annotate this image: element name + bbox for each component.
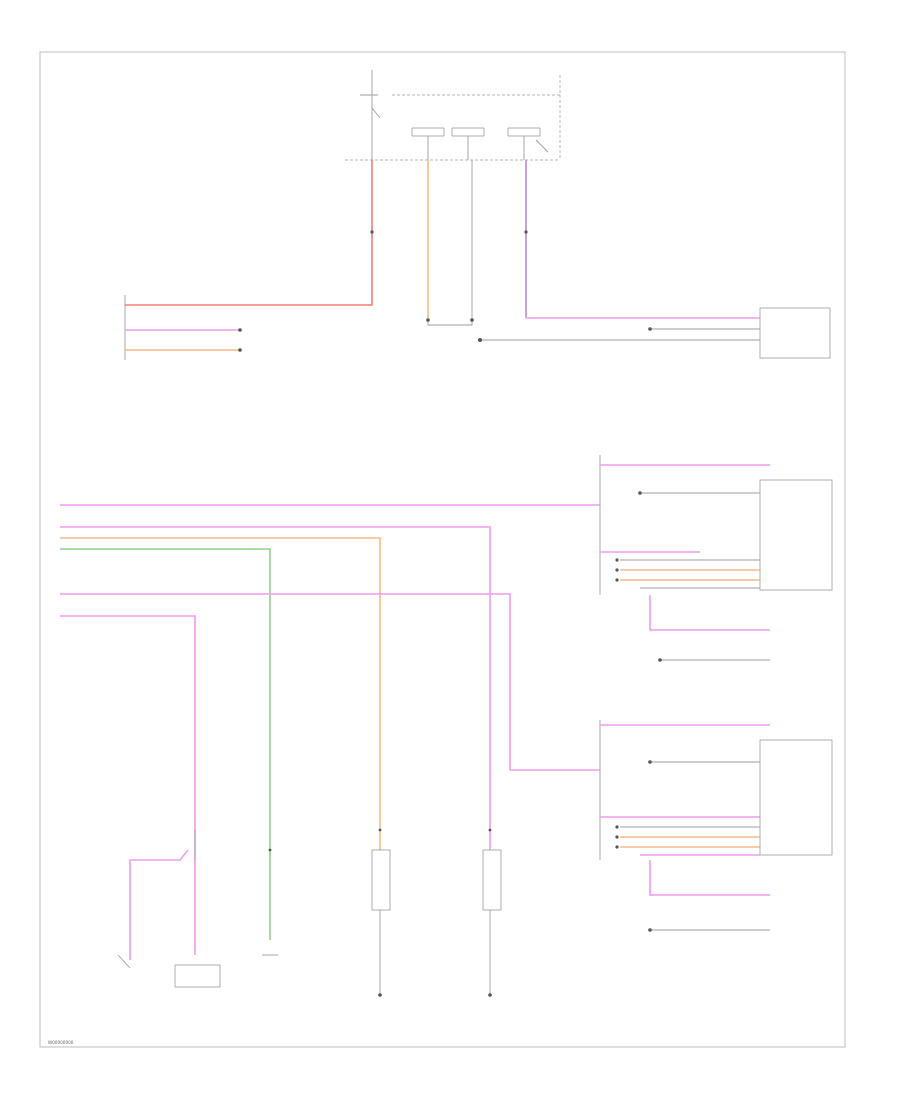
footer-code: W00000000 [48, 1040, 74, 1045]
fuse-1 [411, 127, 445, 137]
switch-component-1 [174, 964, 221, 988]
wire-pink-bus-4 [60, 615, 196, 955]
right-module-top [759, 307, 831, 359]
left-control-module [124, 295, 242, 360]
right-door-module-upper [599, 455, 833, 631]
bottom-left-switches [117, 830, 221, 988]
right-door-module-lower [599, 720, 833, 896]
top-fuse-block [345, 70, 561, 161]
wire-pink-bus-3 [60, 593, 600, 771]
wire-green-bus [60, 548, 271, 940]
fuse-2 [451, 127, 485, 137]
wire-red-power [125, 160, 373, 306]
wire-orange-bus [60, 537, 381, 850]
ground-splice [427, 320, 473, 326]
diagram-frame [39, 51, 846, 1048]
wire-pink-bus-2 [60, 526, 491, 850]
lamp-left-rear [482, 828, 502, 997]
green-wire-splice [268, 848, 272, 852]
lamp-right-rear [371, 828, 391, 997]
fuse-3 [507, 127, 541, 137]
